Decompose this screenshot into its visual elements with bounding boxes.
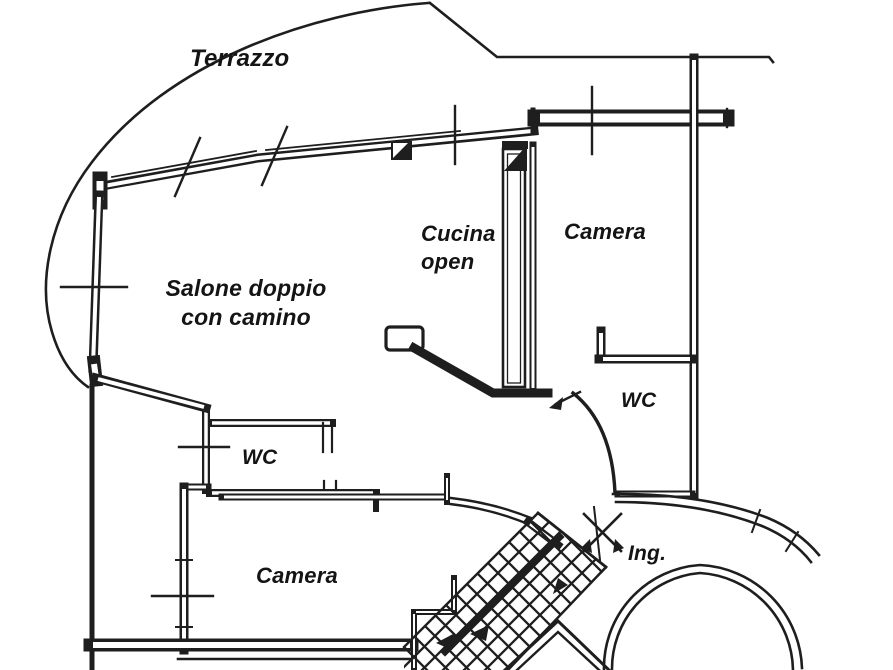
label-wc-right: WC: [621, 389, 657, 412]
label-cucina: Cucina open: [421, 220, 496, 275]
cucina-flue: [501, 141, 537, 394]
label-terrazzo: Terrazzo: [190, 45, 290, 72]
wc-left-walls: [180, 406, 380, 512]
camera-bottom-walls: [83, 473, 457, 670]
entrance-door-cross: [581, 505, 624, 562]
label-salone-line2: con camino: [181, 303, 311, 330]
label-cucina-line1: Cucina: [421, 221, 496, 246]
fireplace: [384, 325, 553, 398]
stairs-hatch: [402, 511, 612, 670]
label-salone: Salone doppio con camino: [146, 274, 346, 332]
entrance-curved-wall: [611, 492, 821, 564]
label-salone-line1: Salone doppio: [165, 275, 327, 301]
label-camera-top: Camera: [564, 219, 646, 244]
hall-partition: [448, 496, 564, 551]
stairwell-circle: [602, 563, 804, 670]
label-ingresso: Ing.: [628, 542, 667, 565]
stairs-direction-arrows: [436, 578, 568, 650]
hall-door-arc: [549, 390, 617, 495]
terrace-arc: [44, 1, 775, 389]
west-window-wall: [86, 190, 212, 670]
label-wc-left: WC: [242, 446, 278, 469]
north-window-wall: [92, 107, 539, 210]
label-camera-bottom: Camera: [256, 563, 338, 588]
dimension-ticks: [59, 85, 594, 598]
label-cucina-line2: open: [421, 248, 475, 274]
